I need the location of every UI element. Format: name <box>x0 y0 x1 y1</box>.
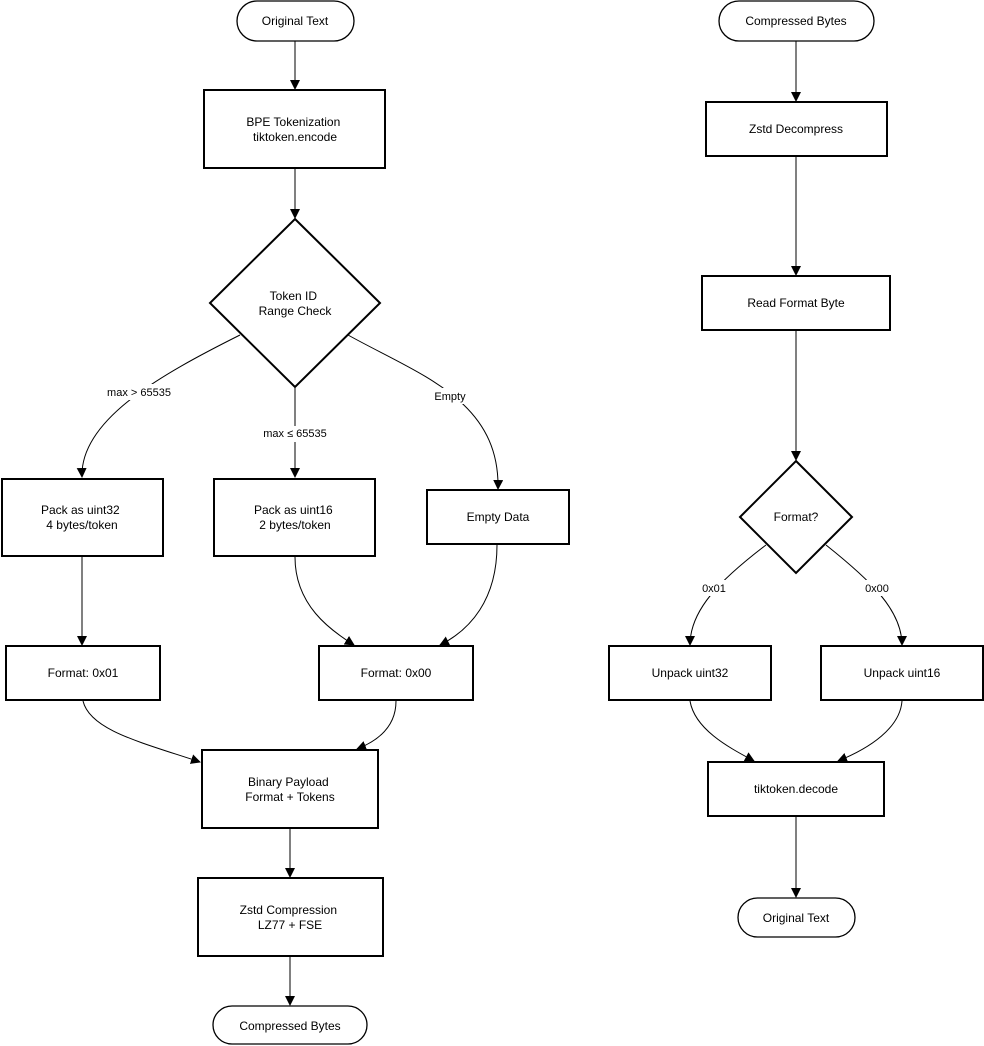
svg-text:Zstd Decompress: Zstd Decompress <box>749 122 843 136</box>
node-token-id-range-check[interactable]: Token ID Range Check <box>208 217 382 389</box>
svg-text:Pack as uint16 2 bytes: Pack as uint16 2 bytes/token <box>254 503 336 532</box>
edge-format-01-to-binary-payload <box>82 700 201 764</box>
edge-d-unpack-uint16-to-decode <box>837 700 903 763</box>
decompress-nodes: Compressed Bytes Zstd Decompress Read Fo… <box>608 0 984 938</box>
edge-range-check-to-empty-data <box>347 334 504 490</box>
svg-text:Binary Payload Format: Binary Payload Format + Tokens <box>245 775 334 804</box>
svg-text:Read Format Byte: Read Format Byte <box>747 296 845 310</box>
label-empty: Empty <box>434 391 466 403</box>
edge-empty-data-to-format-00 <box>439 544 498 646</box>
svg-text:BPE Tokenization tikto: BPE Tokenization tiktoken.encode <box>246 115 343 144</box>
node-compressed-bytes-start[interactable]: Compressed Bytes <box>718 0 875 42</box>
label-0x00: 0x00 <box>865 583 889 595</box>
node-binary-payload[interactable]: Binary Payload Format + Tokens <box>201 749 379 829</box>
node-format-decision[interactable]: Format? <box>738 459 854 575</box>
compress-nodes: Original Text BPE Tokenization tiktoken.… <box>1 0 570 1045</box>
node-read-format-byte[interactable]: Read Format Byte <box>701 275 891 331</box>
svg-text:Empty Data: Empty Data <box>467 510 530 524</box>
node-format-0x00[interactable]: Format: 0x00 <box>318 645 474 701</box>
svg-text:Compressed Bytes: Compressed Bytes <box>745 14 846 28</box>
label-max-gt-65535: max > 65535 <box>107 387 171 399</box>
svg-text:Unpack uint16: Unpack uint16 <box>864 666 941 680</box>
label-0x01: 0x01 <box>702 583 726 595</box>
node-unpack-uint16[interactable]: Unpack uint16 <box>820 645 984 701</box>
svg-text:Original Text: Original Text <box>763 911 830 925</box>
edge-d-unpack-uint32-to-decode <box>689 700 755 762</box>
svg-text:Original Text: Original Text <box>262 14 329 28</box>
svg-text:Token ID Range Check: Token ID Range Check <box>259 289 333 318</box>
node-original-text-start[interactable]: Original Text <box>236 0 355 42</box>
node-bpe-tokenization[interactable]: BPE Tokenization tiktoken.encode <box>203 89 386 169</box>
node-tiktoken-decode[interactable]: tiktoken.decode <box>707 761 885 817</box>
svg-text:tiktoken.decode: tiktoken.decode <box>754 782 838 796</box>
svg-text:Zstd Compression LZ77: Zstd Compression LZ77 + FSE <box>240 903 341 932</box>
node-zstd-decompress[interactable]: Zstd Decompress <box>705 101 888 157</box>
svg-text:Compressed Bytes: Compressed Bytes <box>239 1019 340 1033</box>
svg-text:Format: 0x00: Format: 0x00 <box>361 666 432 680</box>
svg-text:Format?: Format? <box>774 510 819 524</box>
node-pack-uint32[interactable]: Pack as uint32 4 bytes/token <box>1 478 164 557</box>
label-max-le-65535: max ≤ 65535 <box>263 428 327 440</box>
node-zstd-compression[interactable]: Zstd Compression LZ77 + FSE <box>197 877 384 957</box>
svg-text:Format: 0x01: Format: 0x01 <box>48 666 119 680</box>
edge-range-check-to-pack-uint32 <box>76 334 241 478</box>
node-empty-data[interactable]: Empty Data <box>426 489 570 545</box>
node-compressed-bytes-end[interactable]: Compressed Bytes <box>212 1005 368 1045</box>
node-format-0x01[interactable]: Format: 0x01 <box>5 645 161 701</box>
node-pack-uint16[interactable]: Pack as uint16 2 bytes/token <box>213 478 376 557</box>
edge-pack-uint16-to-format-00 <box>294 556 355 646</box>
edge-format-00-to-binary-payload <box>356 700 397 751</box>
svg-text:Pack as uint32 4 bytes: Pack as uint32 4 bytes/token <box>41 503 123 532</box>
node-original-text-end[interactable]: Original Text <box>737 897 856 938</box>
node-unpack-uint32[interactable]: Unpack uint32 <box>608 645 772 701</box>
edge-labels: max > 65535 max ≤ 65535 Empty 0x01 0x00 <box>100 384 893 596</box>
svg-text:Unpack uint32: Unpack uint32 <box>652 666 729 680</box>
